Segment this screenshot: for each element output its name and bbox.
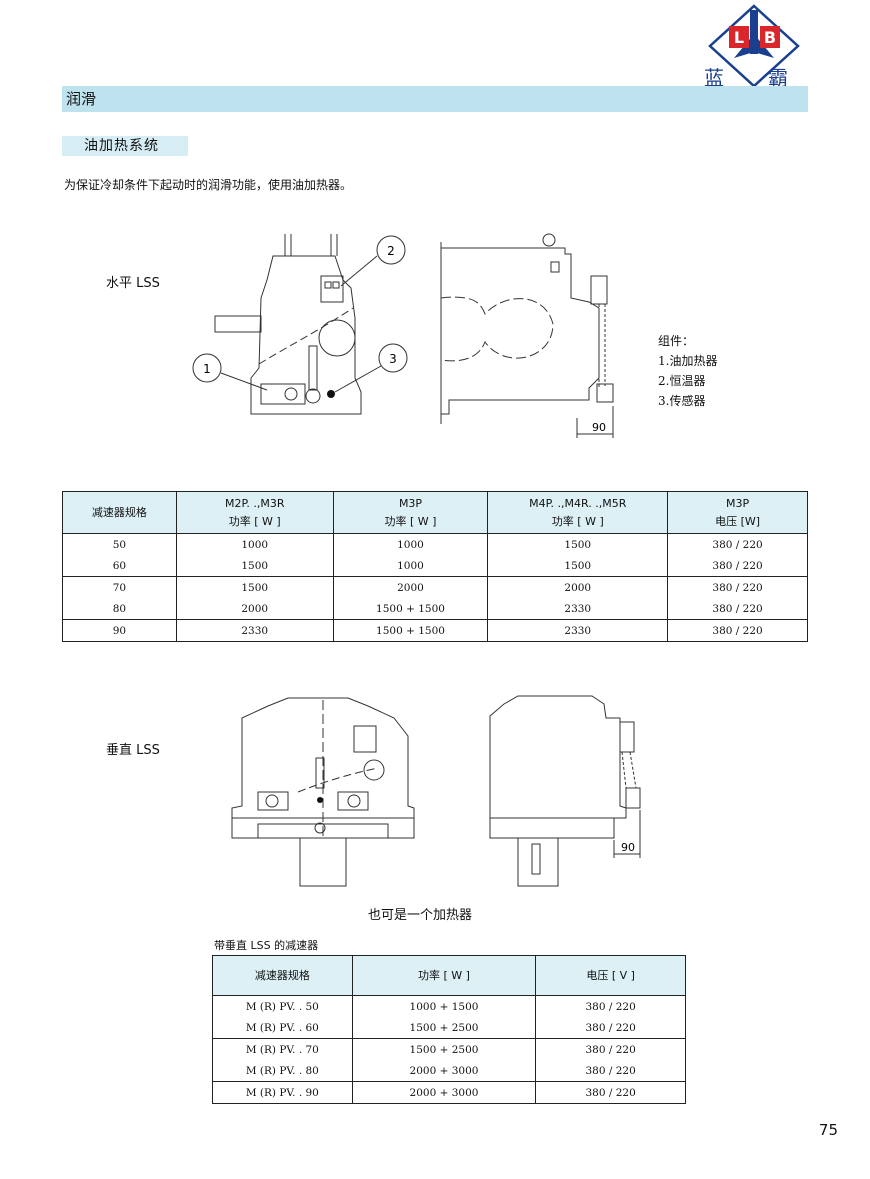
component-item: 3.传感器 <box>658 394 706 408</box>
logo-diamond-icon: L B <box>708 4 800 88</box>
components-title: 组件： <box>658 334 695 348</box>
intro-text: 为保证冷却条件下起动时的润滑功能，使用油加热器。 <box>64 178 353 192</box>
section-title: 润滑 <box>62 86 808 112</box>
component-item: 2.恒温器 <box>658 374 706 388</box>
logo-letters: L <box>734 28 744 47</box>
svg-text:2: 2 <box>387 244 395 258</box>
horizontal-lss-drawing: 1 2 3 90 <box>192 233 614 438</box>
callout-3: 3 <box>334 343 408 393</box>
callout-1: 1 <box>192 353 268 391</box>
svg-text:B: B <box>764 28 776 47</box>
component-item: 1.油加热器 <box>658 354 718 368</box>
subsection-title: 油加热系统 <box>62 136 188 156</box>
vertical-lss-drawing: 90 <box>231 695 641 887</box>
table1-header: 减速器规格 <box>62 491 177 534</box>
table2-header: 减速器规格 <box>212 955 353 996</box>
table2-header: 功率 [ W ] <box>351 955 537 996</box>
vertical-dimension: 90 <box>621 841 635 854</box>
table2-caption: 带垂直 LSS 的减速器 <box>214 939 319 952</box>
callout-2: 2 <box>340 235 406 287</box>
vertical-lss-label: 垂直 LSS <box>106 743 160 758</box>
vertical-caption: 也可是一个加热器 <box>368 908 473 923</box>
brand-logo: L B 蓝 霸 <box>704 4 804 90</box>
logo-char-1: 蓝 <box>704 66 724 90</box>
horizontal-dimension: 90 <box>592 421 606 434</box>
page-number: 75 <box>818 1121 838 1139</box>
svg-text:3: 3 <box>389 352 397 366</box>
components-list: 组件： 1.油加热器 2.恒温器 3.传感器 <box>658 331 717 411</box>
svg-text:1: 1 <box>203 362 211 376</box>
logo-char-2: 霸 <box>768 66 788 90</box>
horizontal-lss-label: 水平 LSS <box>106 276 160 291</box>
table2-header: 电压 [ V ] <box>535 955 686 996</box>
